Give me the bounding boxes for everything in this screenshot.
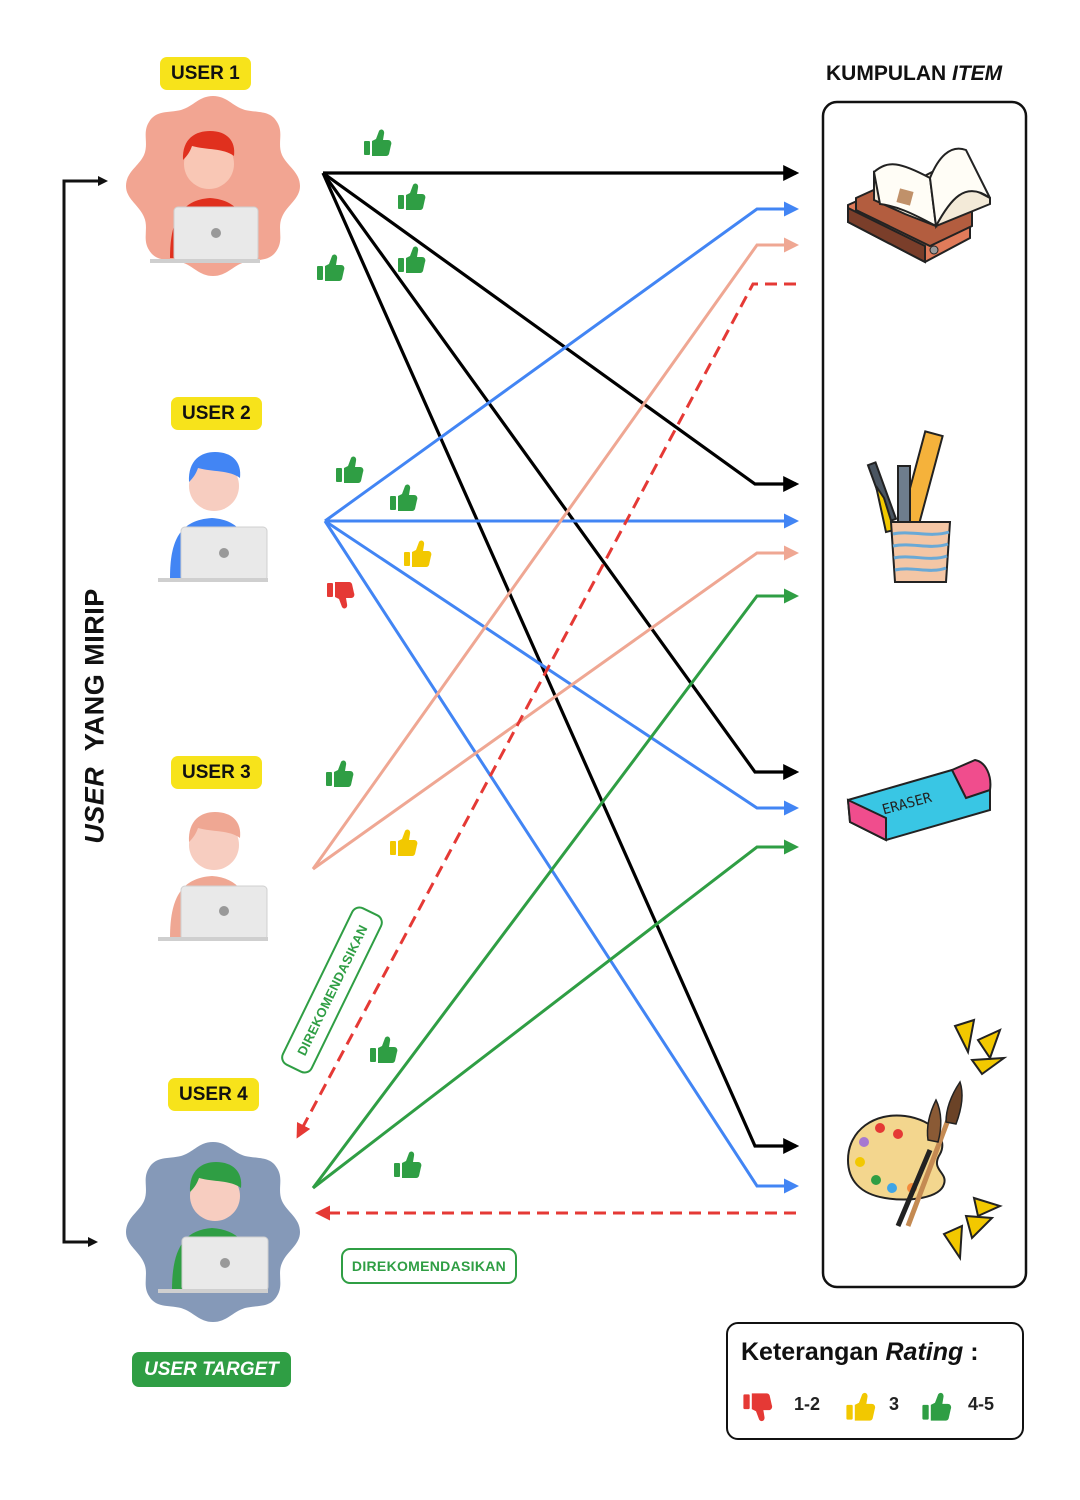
user2-avatar xyxy=(158,452,268,582)
similar-users-bracket xyxy=(62,176,108,1247)
items-container xyxy=(821,100,1028,1289)
thumbs-up-icon xyxy=(390,829,418,856)
eraser-icon: ERASER xyxy=(846,758,992,842)
user1-rating-arrows xyxy=(321,165,800,1154)
recommendation-arrows xyxy=(296,282,796,1221)
thumbs-up-icon xyxy=(846,1392,876,1421)
items-title: KUMPULAN ITEM xyxy=(826,62,1003,85)
user3-badge: USER 3 xyxy=(171,756,262,789)
thumbs-down-icon xyxy=(327,582,355,609)
thumbs-up-icon xyxy=(398,246,426,273)
rating-legend: Keterangan Rating : 1-2 3 4-5 xyxy=(726,1322,1024,1440)
thumbs-up-icon xyxy=(922,1392,952,1421)
books-icon xyxy=(847,147,991,264)
thumbs-up-icon xyxy=(398,183,426,210)
thumbs-up-icon xyxy=(404,540,432,567)
similar-users-label: USER YANG MIRIP xyxy=(79,588,110,844)
palette-icon xyxy=(846,1018,1008,1262)
legend-title: Keterangan Rating : xyxy=(741,1338,979,1366)
user4-avatar xyxy=(126,1142,300,1322)
user4-rating-arrows xyxy=(311,588,799,1190)
user2-badge: USER 2 xyxy=(171,397,262,430)
thumbs-up-icon xyxy=(336,456,364,483)
user4-badge: USER 4 xyxy=(168,1078,259,1111)
legend-icons xyxy=(743,1392,952,1422)
user2-rating-arrows xyxy=(323,201,799,1194)
user-target-badge: USER TARGET xyxy=(132,1352,291,1387)
thumbs-up-icon xyxy=(326,760,354,787)
thumbs-up-icon xyxy=(364,129,392,156)
thumbs-up-icon xyxy=(370,1036,398,1063)
user3-rating-arrows xyxy=(311,237,799,871)
user1-avatar xyxy=(126,96,300,276)
thumbs-up-icon xyxy=(390,484,418,511)
user3-avatar xyxy=(158,812,268,941)
pencil-cup-icon xyxy=(866,430,952,583)
legend-value-low: 1-2 xyxy=(794,1394,821,1414)
legend-value-mid: 3 xyxy=(889,1394,900,1414)
user1-badge: USER 1 xyxy=(160,57,251,90)
recommended-label: DIREKOMENDASIKAN xyxy=(341,1248,517,1284)
thumbs-up-icon xyxy=(394,1151,422,1178)
thumbs-down-icon xyxy=(743,1393,773,1422)
legend-value-high: 4-5 xyxy=(968,1394,995,1414)
thumbs-up-icon xyxy=(317,254,345,281)
